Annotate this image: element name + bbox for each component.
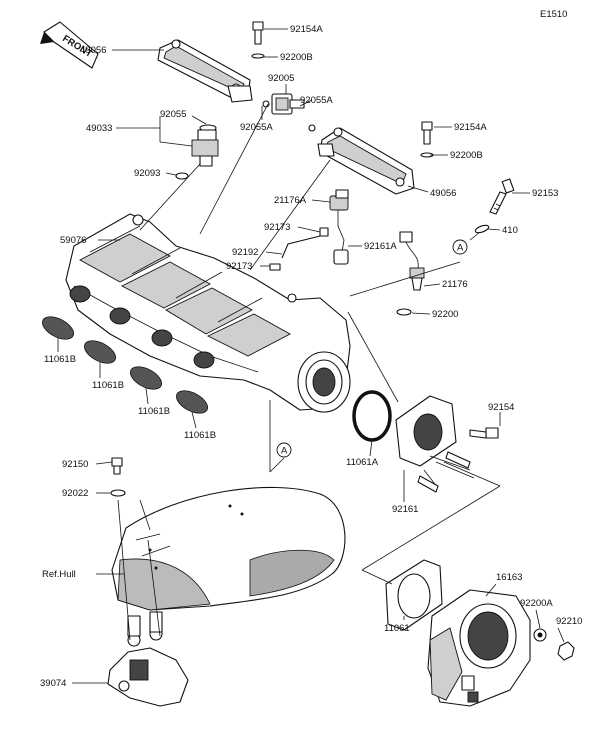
bolt-92150: [111, 457, 123, 475]
spacer-92161: [395, 395, 475, 493]
fuel-injector-92005: [262, 93, 316, 132]
callout-92055A-left: 92055A: [240, 122, 273, 133]
callout-92150: 92150: [62, 459, 88, 470]
callout-92022: 92022: [62, 488, 88, 499]
callout-11061B-2: 11061B: [92, 380, 124, 391]
clamp-92173-low: [269, 263, 281, 271]
callout-92200A: 92200A: [520, 598, 553, 609]
callout-92154: 92154: [488, 402, 514, 413]
bolt-92153: [489, 178, 515, 215]
callout-410: 410: [502, 225, 518, 236]
diagram-code: E1510: [540, 9, 567, 20]
bracket-39074: [107, 611, 189, 707]
callout-11061B-4: 11061B: [184, 430, 216, 441]
bolt-92154: [469, 427, 499, 439]
callout-labels: 92154A 49056 92200B 92005 92055A 92055 4…: [40, 24, 582, 689]
callout-92005: 92005: [268, 73, 294, 84]
fuel-rail-left: [157, 39, 253, 103]
o-ring-11061A: [352, 390, 392, 442]
bolt-92154A-top: [252, 21, 264, 45]
intake-manifold: [65, 213, 351, 413]
gasket-11061B-1: [42, 316, 74, 340]
o-ring-410: [474, 224, 490, 234]
callout-49033: 49033: [86, 123, 112, 134]
callout-92154A-right: 92154A: [454, 122, 487, 133]
callout-92200: 92200: [432, 309, 458, 320]
sensor-21176: [399, 231, 425, 291]
callout-21176: 21176: [442, 279, 468, 290]
reference-marker-a-center: A: [276, 442, 292, 458]
svg-text:A: A: [457, 243, 464, 254]
callout-92154A-top: 92154A: [290, 24, 323, 35]
throttle-body-16163: [427, 589, 531, 707]
callout-92161A: 92161A: [364, 241, 397, 252]
callout-21176A: 21176A: [274, 195, 307, 206]
callout-11061B-3: 11061B: [138, 406, 170, 417]
callout-92173-low: 92173: [226, 261, 252, 272]
washer-92022: [110, 489, 126, 497]
svg-text:A: A: [281, 446, 288, 457]
hull-reference: [111, 486, 346, 611]
callout-49056-top: 49056: [80, 45, 106, 56]
washer-92200B-top: [251, 53, 265, 59]
gasket-11061B-2: [84, 340, 116, 364]
callout-11061A: 11061A: [346, 457, 379, 468]
gasket-11061: [385, 559, 443, 631]
callout-92055-top: 92055: [160, 109, 186, 120]
callout-92153: 92153: [532, 188, 558, 199]
callout-92161: 92161: [392, 504, 418, 515]
callout-11061B-1: 11061B: [44, 354, 76, 365]
gasket-11061B-3: [130, 366, 162, 390]
sensor-21176A: [329, 189, 349, 265]
nut-92210: [557, 641, 575, 661]
callout-ref-hull: Ref.Hull: [42, 569, 76, 580]
o-ring-92200: [396, 308, 412, 316]
callout-92200B-right: 92200B: [450, 150, 483, 161]
callout-92200B-top: 92200B: [280, 52, 313, 63]
fuel-injector-49033: [175, 124, 219, 180]
callout-16163: 16163: [496, 572, 522, 583]
callout-92173-top: 92173: [264, 222, 290, 233]
fuel-rail-right: [317, 127, 415, 195]
callout-39074: 39074: [40, 678, 66, 689]
callout-92192: 92192: [232, 247, 258, 258]
callout-49056-right: 49056: [430, 188, 456, 199]
callout-92055A-right: 92055A: [300, 95, 333, 106]
bolt-92154A-right: [421, 121, 433, 145]
callout-11061: 11061: [384, 623, 410, 634]
reference-marker-a-right: A: [452, 239, 468, 255]
callout-59076: 59076: [60, 235, 86, 246]
gasket-11061B-4: [176, 390, 208, 414]
callout-92210: 92210: [556, 616, 582, 627]
leader-lines: [57, 28, 565, 684]
callout-92093: 92093: [134, 168, 160, 179]
